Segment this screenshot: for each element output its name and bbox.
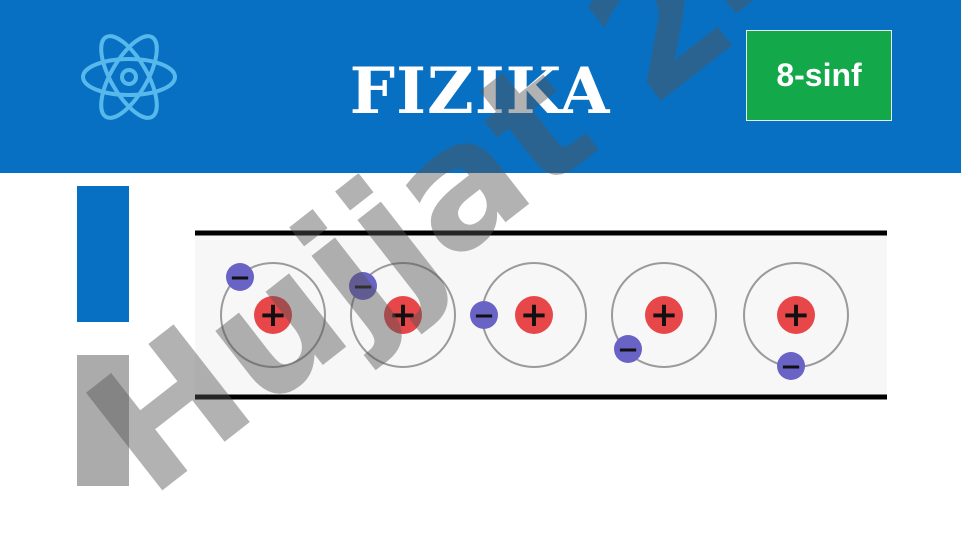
electron-icon (349, 272, 377, 300)
gray-bar (77, 355, 129, 486)
header-banner: FIZIKA 8-sinf (0, 0, 961, 173)
negative-sign: − (780, 352, 802, 382)
ion-2: + − (349, 262, 456, 368)
ion-5: + − (743, 262, 849, 382)
positive-sign: + (520, 295, 549, 335)
negative-sign: − (473, 301, 495, 331)
positive-sign: + (389, 295, 418, 335)
positive-sign: + (650, 295, 679, 335)
accent-bar (77, 186, 129, 322)
positive-sign: + (782, 295, 811, 335)
positive-ion-icon (384, 296, 422, 334)
positive-sign: + (259, 295, 288, 335)
positive-ion-icon (254, 296, 292, 334)
grade-badge: 8-sinf (746, 30, 892, 121)
electron-icon (614, 335, 642, 363)
ion-1: + − (220, 262, 326, 368)
negative-sign: − (229, 263, 251, 293)
orbit-circle (350, 262, 456, 368)
positive-ion-icon (515, 296, 553, 334)
positive-ion-icon (777, 296, 815, 334)
negative-sign: − (617, 335, 639, 365)
orbit-circle (220, 262, 326, 368)
orbit-circle (611, 262, 717, 368)
positive-ion-icon (645, 296, 683, 334)
electron-icon (226, 263, 254, 291)
grade-label: 8-sinf (776, 57, 862, 93)
ion-4: + − (611, 262, 717, 368)
negative-sign: − (352, 272, 374, 302)
ion-3: + − (470, 262, 587, 368)
page-title: FIZIKA (349, 54, 611, 129)
atom-icon (81, 34, 177, 120)
metal-lattice-diagram: + − + − + − + − + − (195, 230, 887, 400)
electron-icon (777, 352, 805, 380)
electron-icon (470, 301, 498, 329)
